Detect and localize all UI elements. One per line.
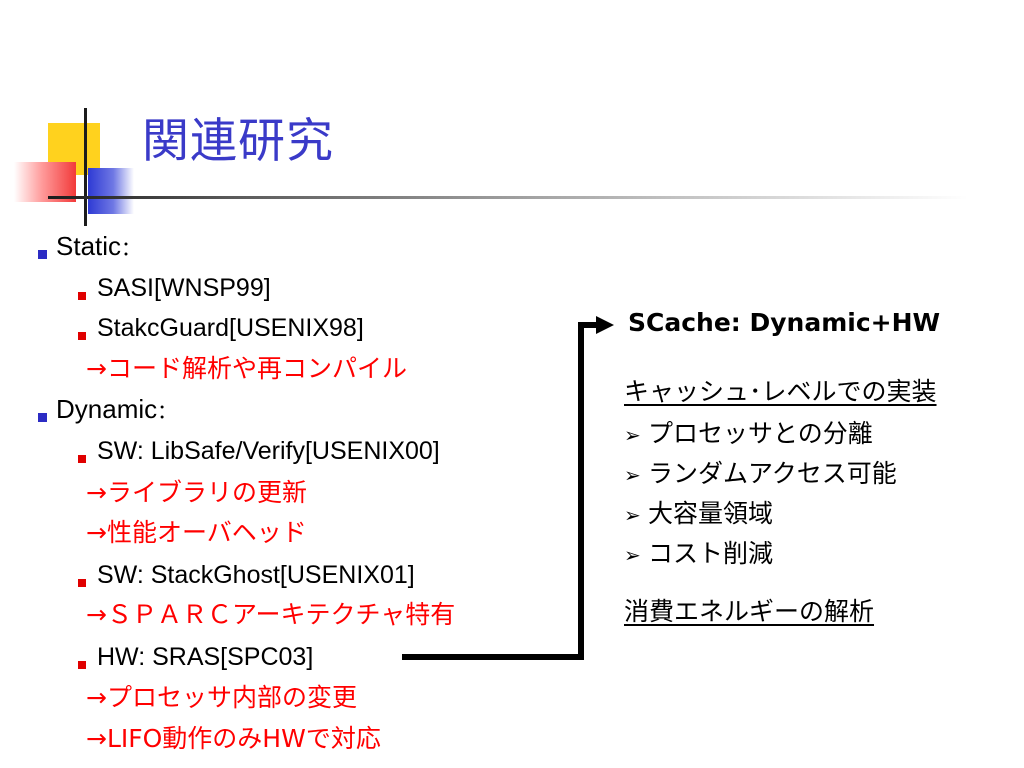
energy-heading: 消費エネルギーの解析 <box>624 597 875 626</box>
sras-note-2: →LIFO動作のみHWで対応 <box>86 724 381 753</box>
title-underline <box>48 196 968 199</box>
point-item: ➢大容量領域 <box>624 499 774 528</box>
bullet-square-icon <box>78 332 86 340</box>
arrowhead-bullet-icon: ➢ <box>624 463 641 487</box>
arrowhead-bullet-icon: ➢ <box>624 543 641 567</box>
point-item: ➢コスト削減 <box>624 539 774 568</box>
point-item: ➢プロセッサとの分離 <box>624 419 873 448</box>
arrowhead-bullet-icon: ➢ <box>624 503 641 527</box>
arrowhead-bullet-icon: ➢ <box>624 423 641 447</box>
decor-red-square <box>14 162 76 202</box>
slide-title: 関連研究 <box>142 114 334 169</box>
decor-blue-square <box>88 168 134 214</box>
sras-note-1: →プロセッサ内部の変更 <box>86 683 357 712</box>
bullet-square-icon <box>38 250 47 259</box>
scache-heading: SCache: Dynamic+HW <box>628 308 941 337</box>
list-item-stackghost: SW: StackGhost[USENIX01] <box>97 561 415 589</box>
static-note: →コード解析や再コンパイル <box>86 354 407 383</box>
libsafe-note-1: →ライブラリの更新 <box>86 478 307 507</box>
bullet-square-icon <box>78 455 86 463</box>
decor-vertical-line <box>84 108 87 226</box>
bullet-square-icon <box>78 661 86 669</box>
list-item-sasi: SASI[WNSP99] <box>97 274 271 302</box>
libsafe-note-2: →性能オーバヘッド <box>86 518 307 547</box>
bullet-square-icon <box>38 413 47 422</box>
bullet-square-icon <box>78 292 86 300</box>
implementation-heading: キャッシュ･レベルでの実装 <box>624 377 937 406</box>
stackghost-note: →ＳＰＡＲＣアーキテクチャ特有 <box>86 600 456 629</box>
list-item-stackguard: StakcGuard[USENIX98] <box>97 314 364 342</box>
point-item: ➢ランダムアクセス可能 <box>624 459 897 488</box>
static-heading: Static： <box>56 231 142 261</box>
list-item-libsafe: SW: LibSafe/Verify[USENIX00] <box>97 437 440 465</box>
bullet-square-icon <box>78 579 86 587</box>
list-item-sras: HW: SRAS[SPC03] <box>97 643 314 671</box>
dynamic-heading: Dynamic： <box>56 394 178 424</box>
